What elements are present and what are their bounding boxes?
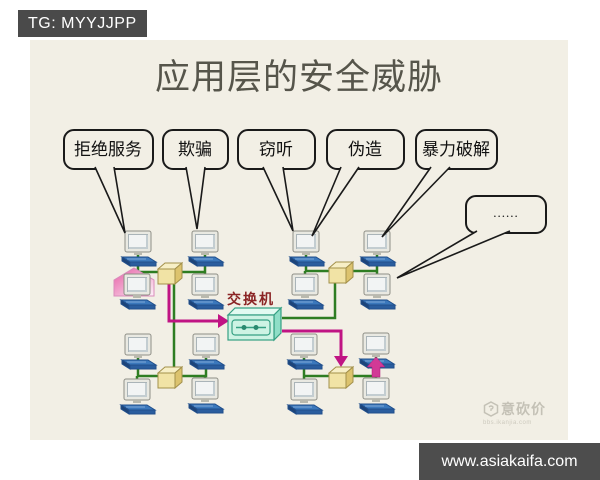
watermark: 意砍价 bbs.ikanjia.com [483,399,573,426]
watermark-hexagon-icon [483,401,499,417]
tg-banner: TG: MYYJJPP [18,10,147,37]
page-title: 应用层的安全威胁 [154,58,443,97]
footer-url-banner: www.asiakaifa.com [419,443,600,480]
slide-canvas [30,40,568,440]
watermark-brand: 意砍价 [501,401,546,417]
watermark-subtext: bbs.ikanjia.com [483,420,532,426]
